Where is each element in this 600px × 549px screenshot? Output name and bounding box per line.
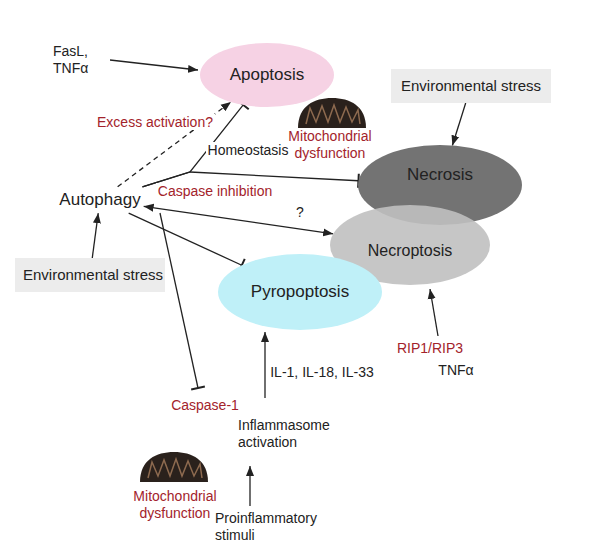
fasl-arrow xyxy=(110,60,198,70)
mito-label: Mitochondrial dysfunction xyxy=(283,128,378,162)
node-text: Necroptosis xyxy=(368,241,452,260)
edge-label: Caspase inhibition xyxy=(156,183,274,200)
stress-box: Environmental stress xyxy=(15,258,165,292)
mitochondrion-cristae xyxy=(148,459,202,478)
stimulus-label: Proinflammatory stimuli xyxy=(215,510,325,544)
process-label: Inflammasome activation xyxy=(238,417,328,451)
cytokine-label: TNFα xyxy=(438,362,473,379)
mito-label: Mitochondrial dysfunction xyxy=(128,488,223,522)
node-text: Apoptosis xyxy=(230,65,305,85)
stress-box: Environmental stress xyxy=(391,69,551,103)
enzyme-label: Caspase-1 xyxy=(171,397,239,414)
edge-label: ? xyxy=(294,204,306,221)
arrow-connector xyxy=(92,213,98,258)
stimuli-arrow xyxy=(249,466,250,506)
cytokine-label: IL-1, IL-18, IL-33 xyxy=(270,364,374,381)
caspase-inhibition-line xyxy=(160,213,198,388)
edge-label: Homeostasis xyxy=(206,142,291,159)
node-text: Pyropoptosis xyxy=(251,282,349,302)
node-text: Necrosis xyxy=(407,165,473,185)
mitochondrion-cristae xyxy=(306,105,360,124)
mitochondrion-body xyxy=(298,98,366,128)
mitochondrion-icon xyxy=(298,98,366,128)
ligand-label: FasL, TNFα xyxy=(53,43,103,77)
node-text: Environmental stress xyxy=(399,77,543,95)
mitochondrion-body xyxy=(140,452,208,482)
arrow-connector xyxy=(452,103,465,145)
autophagy-node: Autophagy xyxy=(59,190,140,210)
mitochondrion-icon xyxy=(140,452,208,482)
edge-label: Excess activation? xyxy=(95,114,215,131)
rip-arrow xyxy=(430,289,438,336)
node-text: Autophagy xyxy=(59,190,140,210)
ellipse-fill xyxy=(200,43,334,107)
apoptosis-ellipse: Apoptosis xyxy=(200,43,334,107)
node-text: Environmental stress xyxy=(23,266,157,284)
ellipse-fill xyxy=(218,254,382,330)
pyropoptosis-ellipse: Pyropoptosis xyxy=(218,254,382,330)
protein-label: RIP1/RIP3 xyxy=(397,340,463,357)
caspase-arrow xyxy=(264,332,265,398)
